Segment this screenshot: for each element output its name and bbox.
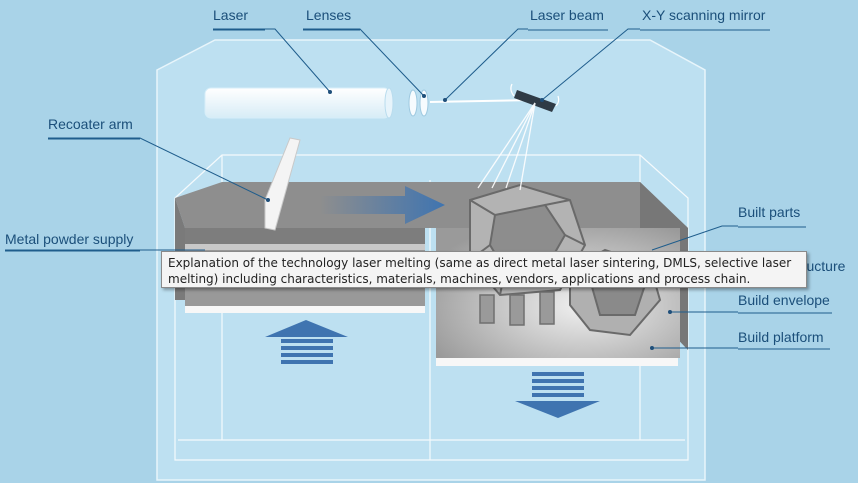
label-built-parts: Built parts xyxy=(738,204,801,220)
recoater-arm xyxy=(264,137,301,231)
support-structure xyxy=(479,291,555,326)
laser-source xyxy=(204,87,394,119)
label-recoater-arm: Recoater arm xyxy=(48,116,133,132)
recoater-motion-arrow xyxy=(320,186,445,224)
label-underlines xyxy=(5,29,832,350)
label-metal-powder-supply: Metal powder supply xyxy=(5,231,134,247)
label-laser-beam: Laser beam xyxy=(530,7,604,23)
label-scanning-mirror: X-Y scanning mirror xyxy=(642,7,766,23)
leader-lines xyxy=(5,28,738,349)
lenses xyxy=(408,89,429,117)
label-laser: Laser xyxy=(213,7,249,23)
label-build-platform: Build platform xyxy=(738,329,824,345)
label-lenses: Lenses xyxy=(306,7,352,23)
leader-dots xyxy=(266,90,672,350)
scanning-mirror xyxy=(510,83,560,112)
supply-up-arrow xyxy=(265,320,348,364)
description-tooltip: Explanation of the technology laser melt… xyxy=(161,251,807,288)
label-build-envelope: Build envelope xyxy=(738,292,830,308)
platform-down-arrow xyxy=(515,372,600,418)
deflected-beams xyxy=(477,102,536,191)
laser-beam xyxy=(429,99,536,103)
